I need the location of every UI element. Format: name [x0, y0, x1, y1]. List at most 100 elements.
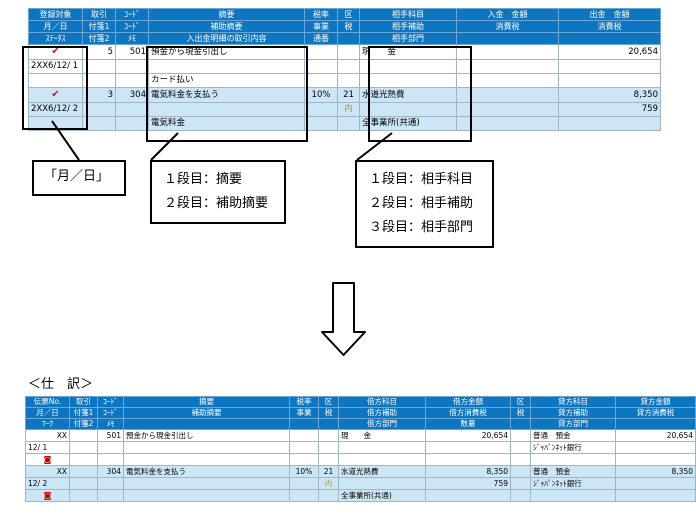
- header-cell: [123, 418, 290, 430]
- header-cell: 消費税: [456, 20, 559, 33]
- header-cell: 税率: [289, 396, 319, 408]
- out-tax-cell[interactable]: 759: [558, 102, 661, 117]
- table-row[interactable]: ◙ 全事業所(共通): [25, 489, 696, 502]
- debit-account-cell[interactable]: 現 金: [338, 429, 426, 442]
- tax-rate-cell[interactable]: [289, 429, 319, 442]
- account-cell[interactable]: 水道光熱費: [359, 87, 457, 103]
- account-dept-cell[interactable]: 全事業所(共通): [359, 116, 457, 131]
- header-cell: [615, 418, 696, 430]
- credit-sub-cell[interactable]: ｼﾞｬﾊﾟﾝﾈｯﾄ銀行: [530, 441, 616, 454]
- header-cell: ｺｰﾄﾞ: [97, 407, 124, 419]
- code-cell[interactable]: 304: [115, 87, 149, 103]
- header-row-1: 伝票No. 取引 ｺｰﾄﾞ 摘要 税率 区 借方科目 借方金額 区 貸方科目 貸…: [25, 396, 696, 408]
- credit-account-cell[interactable]: 普通 預金: [530, 429, 616, 442]
- sub-summary-cell[interactable]: カード払い: [148, 73, 305, 88]
- summary-highlight-box: [146, 46, 308, 142]
- code-cell[interactable]: 501: [97, 429, 124, 442]
- table-row[interactable]: XX 304 電気料金を支払う 10% 21 水道光熱費 8,350 普通 預金…: [25, 465, 696, 478]
- header-cell: 区: [337, 8, 360, 21]
- header-cell: ｽﾃｰﾀｽ: [28, 32, 83, 45]
- account-highlight-box: [368, 46, 472, 142]
- bank-detail-table: 登録対象 取引 ｺｰﾄﾞ 摘要 税率 区 相手科目 入金 金額 出金 金額 月／…: [28, 8, 661, 131]
- header-cell: 付箋1: [69, 407, 98, 419]
- header-cell: 貸方部門: [530, 418, 616, 430]
- header-cell: 入金 金額: [456, 8, 559, 21]
- header-row-2: 月／日 付箋1 ｺｰﾄﾞ 補助摘要 事業 税 借方補助 借方消費税 税 貸方補助…: [25, 407, 696, 419]
- in-amount-cell[interactable]: [456, 87, 559, 103]
- header-row-3: ﾏｰｸ 付箋2 ﾒﾓ 借方部門 数量 貸方部門: [25, 418, 696, 430]
- header-cell: ﾒﾓ: [97, 418, 124, 430]
- code-cell[interactable]: 304: [97, 465, 124, 478]
- table-row[interactable]: 12/ 1 ｼﾞｬﾊﾟﾝﾈｯﾄ銀行: [25, 441, 696, 454]
- summary-cell[interactable]: 電気料金を支払う: [123, 465, 290, 478]
- table-row[interactable]: 12/ 2 内 759 ｼﾞｬﾊﾟﾝﾈｯﾄ銀行: [25, 477, 696, 490]
- header-row-3: ｽﾃｰﾀｽ 付箋2 ﾒﾓ 入出金明細の取引内容 通番 相手部門: [28, 32, 661, 45]
- date-highlight-box: [22, 46, 88, 130]
- header-cell: 補助摘要: [148, 20, 305, 33]
- kubun-cell[interactable]: 21: [318, 465, 339, 478]
- header-cell: [558, 32, 661, 45]
- slip-cell[interactable]: XX: [25, 429, 70, 442]
- sub-summary-cell[interactable]: 電気料金: [148, 116, 305, 131]
- debit-tax-cell[interactable]: 759: [425, 477, 511, 490]
- header-cell: [510, 418, 531, 430]
- date-cell[interactable]: 2XX6/12/ 2: [28, 102, 83, 117]
- table-row[interactable]: XX 501 預金から現金引出し 現 金 20,654 普通 預金 20,654: [25, 429, 696, 442]
- header-cell: 区: [510, 396, 531, 408]
- header-cell: ﾒﾓ: [115, 32, 149, 45]
- header-cell: 貸方消費税: [615, 407, 696, 419]
- header-cell: 税: [510, 407, 531, 419]
- mark-icon[interactable]: ◙: [25, 489, 70, 502]
- date-cell[interactable]: 12/ 1: [25, 441, 70, 454]
- debit-account-cell[interactable]: 水道光熱費: [338, 465, 426, 478]
- credit-account-cell[interactable]: 普通 預金: [530, 465, 616, 478]
- header-cell: 貸方補助: [530, 407, 616, 419]
- tax-rate-cell[interactable]: 10%: [289, 465, 319, 478]
- header-cell: [289, 418, 319, 430]
- kubun-tax-cell[interactable]: 内: [318, 477, 339, 490]
- header-cell: ﾏｰｸ: [25, 418, 70, 430]
- header-cell: 付箋1: [82, 20, 116, 33]
- header-cell: 貸方金額: [615, 396, 696, 408]
- header-cell: ｺｰﾄﾞ: [97, 396, 124, 408]
- code-cell[interactable]: 501: [115, 44, 149, 60]
- credit-sub-cell[interactable]: ｼﾞｬﾊﾟﾝﾈｯﾄ銀行: [530, 477, 616, 490]
- account-callout: １段目：相手科目 ２段目：相手補助 ３段目：相手部門: [355, 160, 494, 248]
- date-cell[interactable]: 12/ 2: [25, 477, 70, 490]
- torihiki-cell[interactable]: 5: [82, 44, 116, 60]
- header-cell: 相手部門: [359, 32, 457, 45]
- header-cell: 相手補助: [359, 20, 457, 33]
- account-cell[interactable]: 現 金: [359, 44, 457, 60]
- summary-callout: １段目：摘要 ２段目：補助摘要: [150, 160, 286, 224]
- checkmark-icon[interactable]: ✔: [28, 44, 83, 60]
- journal-section-label: ＜仕 訳＞: [28, 377, 94, 392]
- debit-dept-cell[interactable]: [338, 453, 426, 466]
- header-cell: 数量: [425, 418, 511, 430]
- slip-cell[interactable]: XX: [25, 465, 70, 478]
- header-cell: 区: [318, 396, 339, 408]
- kubun-cell[interactable]: [318, 429, 339, 442]
- summary-cell[interactable]: 預金から現金引出し: [123, 429, 290, 442]
- header-cell: 入出金明細の取引内容: [148, 32, 305, 45]
- tax-rate-cell[interactable]: 10%: [304, 87, 338, 103]
- header-cell: 借方金額: [425, 396, 511, 408]
- header-cell: 出金 金額: [558, 8, 661, 21]
- credit-amount-cell[interactable]: 20,654: [615, 429, 696, 442]
- table-row[interactable]: ✔ 5 501 預金から現金引出し 現 金 20,654: [28, 44, 661, 60]
- debit-amount-cell[interactable]: 8,350: [425, 465, 511, 478]
- header-cell: 伝票No.: [25, 396, 70, 408]
- mark-icon[interactable]: ◙: [25, 453, 70, 466]
- header-cell: 事業: [304, 20, 338, 33]
- credit-amount-cell[interactable]: 8,350: [615, 465, 696, 478]
- header-cell: [456, 32, 559, 45]
- debit-dept-cell[interactable]: 全事業所(共通): [338, 489, 426, 502]
- table-row[interactable]: 電気料金 全事業所(共通): [28, 116, 661, 131]
- header-cell: 取引: [69, 396, 98, 408]
- header-cell: 事業: [289, 407, 319, 419]
- debit-amount-cell[interactable]: 20,654: [425, 429, 511, 442]
- header-cell: 借方補助: [338, 407, 426, 419]
- table-row[interactable]: 2XX6/12/ 2 内 759: [28, 102, 661, 117]
- table-row[interactable]: ◙: [25, 453, 696, 466]
